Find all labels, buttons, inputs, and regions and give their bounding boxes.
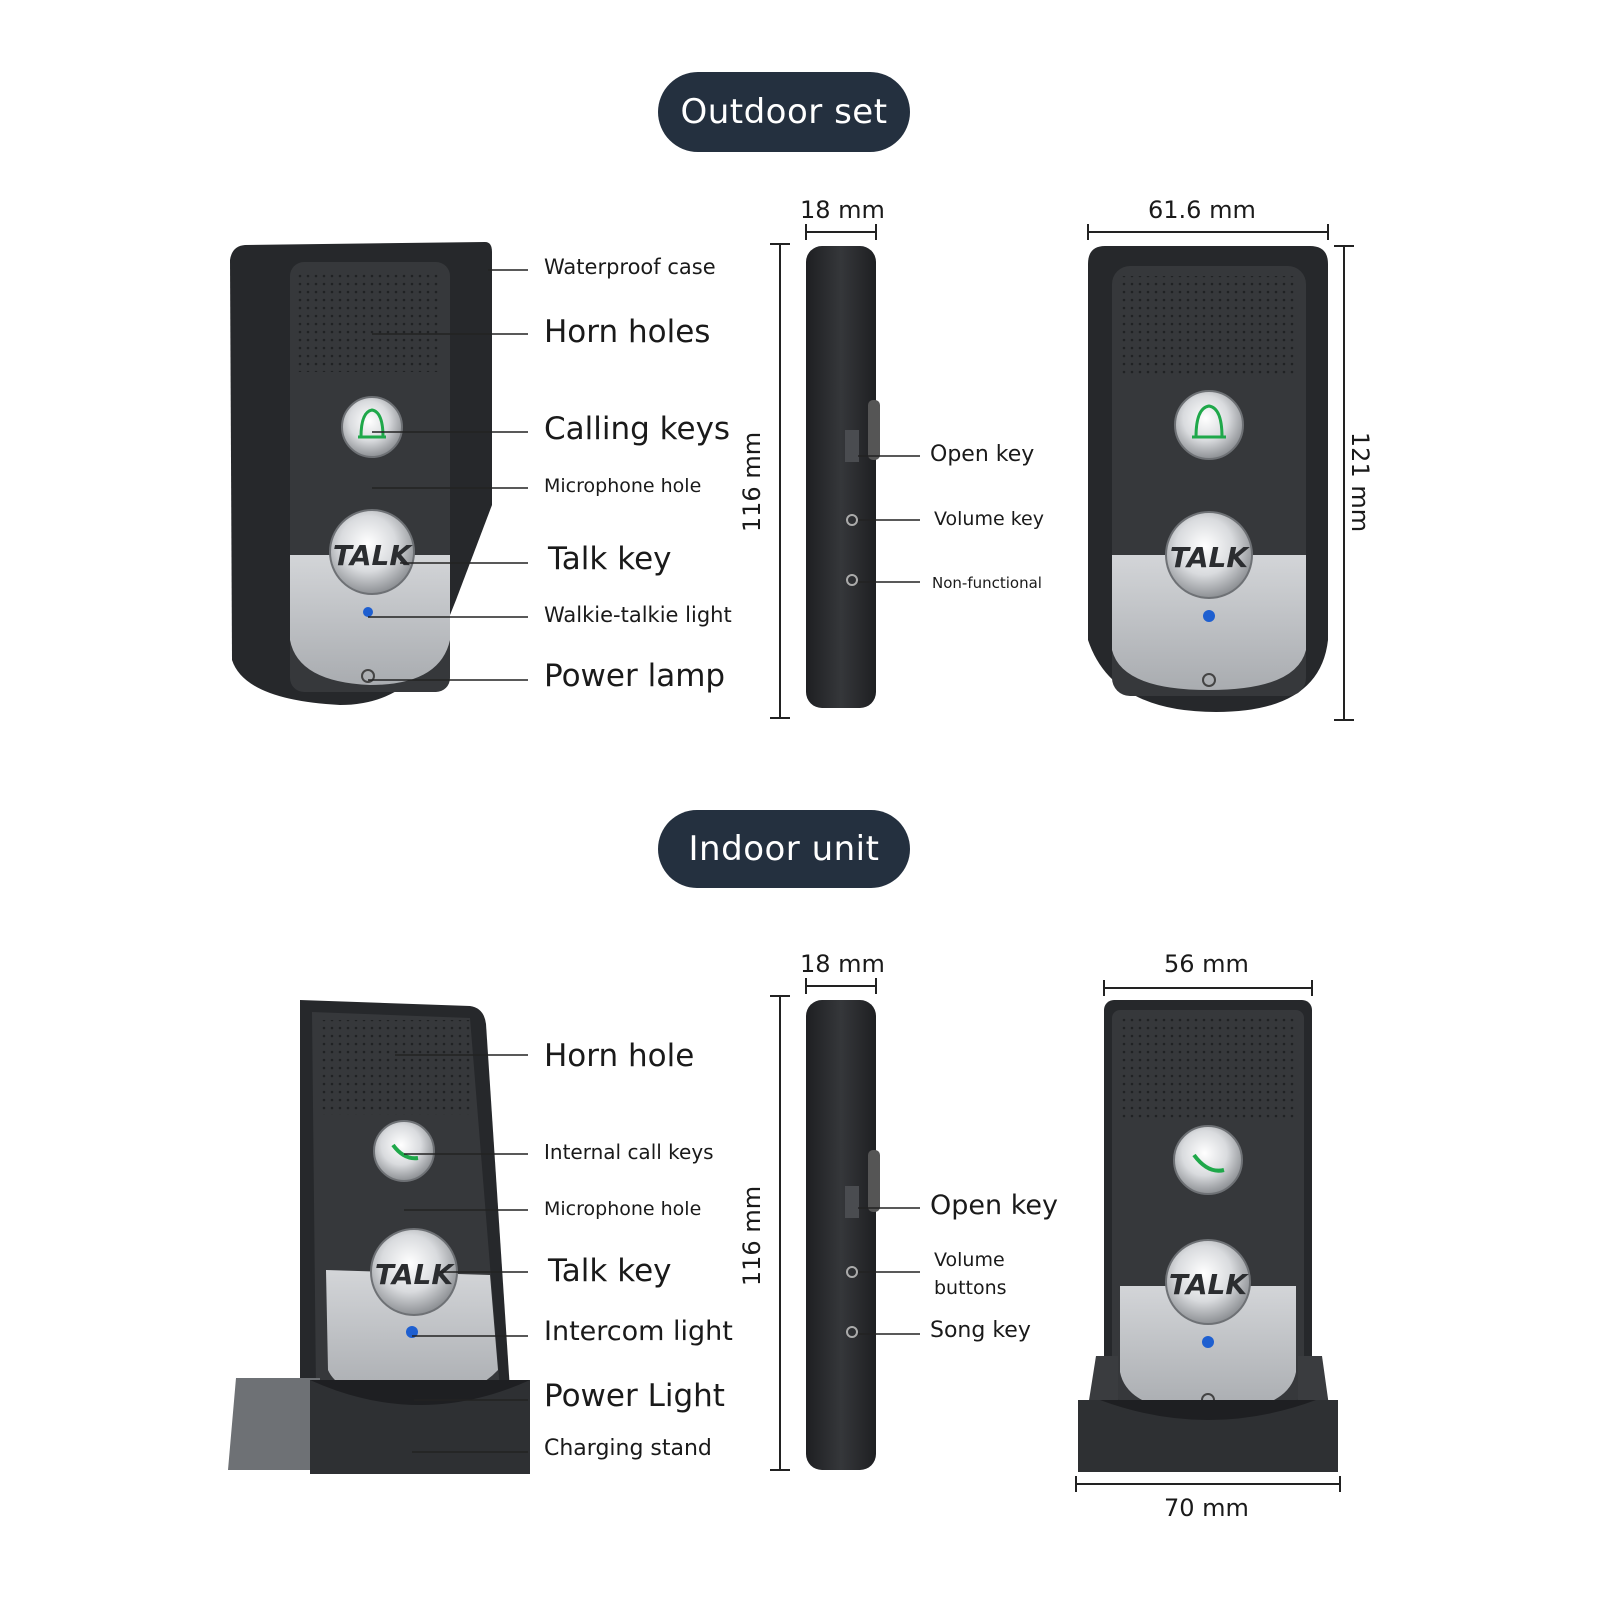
outdoor-leader-lines <box>368 269 528 681</box>
label-horn-hole: Horn hole <box>544 1038 695 1074</box>
indoor-height-dim <box>770 995 790 1471</box>
dim-outdoor-width: 61.6 mm <box>1148 196 1256 224</box>
svg-text:TALK: TALK <box>333 539 413 572</box>
svg-text:TALK: TALK <box>375 1258 455 1291</box>
dim-indoor-height: 116 mm <box>738 1185 767 1287</box>
label-waterproof-case: Waterproof case <box>544 255 716 279</box>
label-talk-key-outdoor: Talk key <box>548 541 672 577</box>
dim-indoor-depth: 18 mm <box>800 950 885 978</box>
label-intercom-light: Intercom light <box>544 1316 733 1347</box>
label-non-functional: Non-functional <box>932 574 1042 592</box>
label-talk-key-indoor: Talk key <box>548 1253 672 1289</box>
label-walkie-talkie-light: Walkie-talkie light <box>544 603 732 627</box>
label-charging-stand: Charging stand <box>544 1436 712 1461</box>
label-open-key-outdoor: Open key <box>930 442 1035 467</box>
dim-outdoor-depth: 18 mm <box>800 196 885 224</box>
svg-text:TALK: TALK <box>1169 1268 1249 1301</box>
outdoor-unit-front: TALK <box>1088 246 1328 712</box>
outdoor-front-height-dim <box>1334 245 1354 721</box>
indoor-leader-lines <box>395 1054 528 1453</box>
label-power-lamp: Power lamp <box>544 658 726 694</box>
label-song-key: Song key <box>930 1318 1031 1343</box>
label-open-key-indoor: Open key <box>930 1190 1058 1221</box>
label-horn-holes: Horn holes <box>544 314 711 350</box>
outdoor-unit-side <box>806 246 880 708</box>
dim-outdoor-height: 116 mm <box>738 431 767 533</box>
dim-indoor-width: 56 mm <box>1164 950 1249 978</box>
indoor-title: Indoor unit <box>658 810 910 888</box>
label-calling-keys: Calling keys <box>544 411 731 447</box>
label-internal-call-keys: Internal call keys <box>544 1140 714 1164</box>
outdoor-unit-perspective: TALK <box>230 242 492 705</box>
label-volume-key: Volume key <box>934 508 1044 530</box>
indoor-side-leaders <box>858 1207 920 1335</box>
outdoor-side-leaders <box>858 455 920 583</box>
label-power-light: Power Light <box>544 1378 725 1414</box>
outdoor-height-dim <box>770 243 790 719</box>
indoor-base-width-dim <box>1075 1476 1341 1492</box>
label-volume-buttons: Volume buttons <box>934 1249 1007 1299</box>
outdoor-depth-dim <box>805 224 877 240</box>
indoor-unit-front: TALK <box>1078 1000 1338 1472</box>
indoor-width-dim <box>1103 980 1313 996</box>
indoor-depth-dim <box>805 978 877 994</box>
label-microphone-hole-outdoor: Microphone hole <box>544 475 702 497</box>
indoor-unit-side <box>806 1000 880 1470</box>
svg-text:TALK: TALK <box>1170 541 1250 574</box>
dim-indoor-base-width: 70 mm <box>1164 1494 1249 1522</box>
label-microphone-hole-indoor: Microphone hole <box>544 1198 702 1220</box>
dim-outdoor-front-height: 121 mm <box>1346 431 1375 533</box>
outdoor-width-dim <box>1087 224 1329 240</box>
outdoor-title: Outdoor set <box>658 72 910 152</box>
indoor-unit-perspective: TALK <box>228 1000 530 1474</box>
